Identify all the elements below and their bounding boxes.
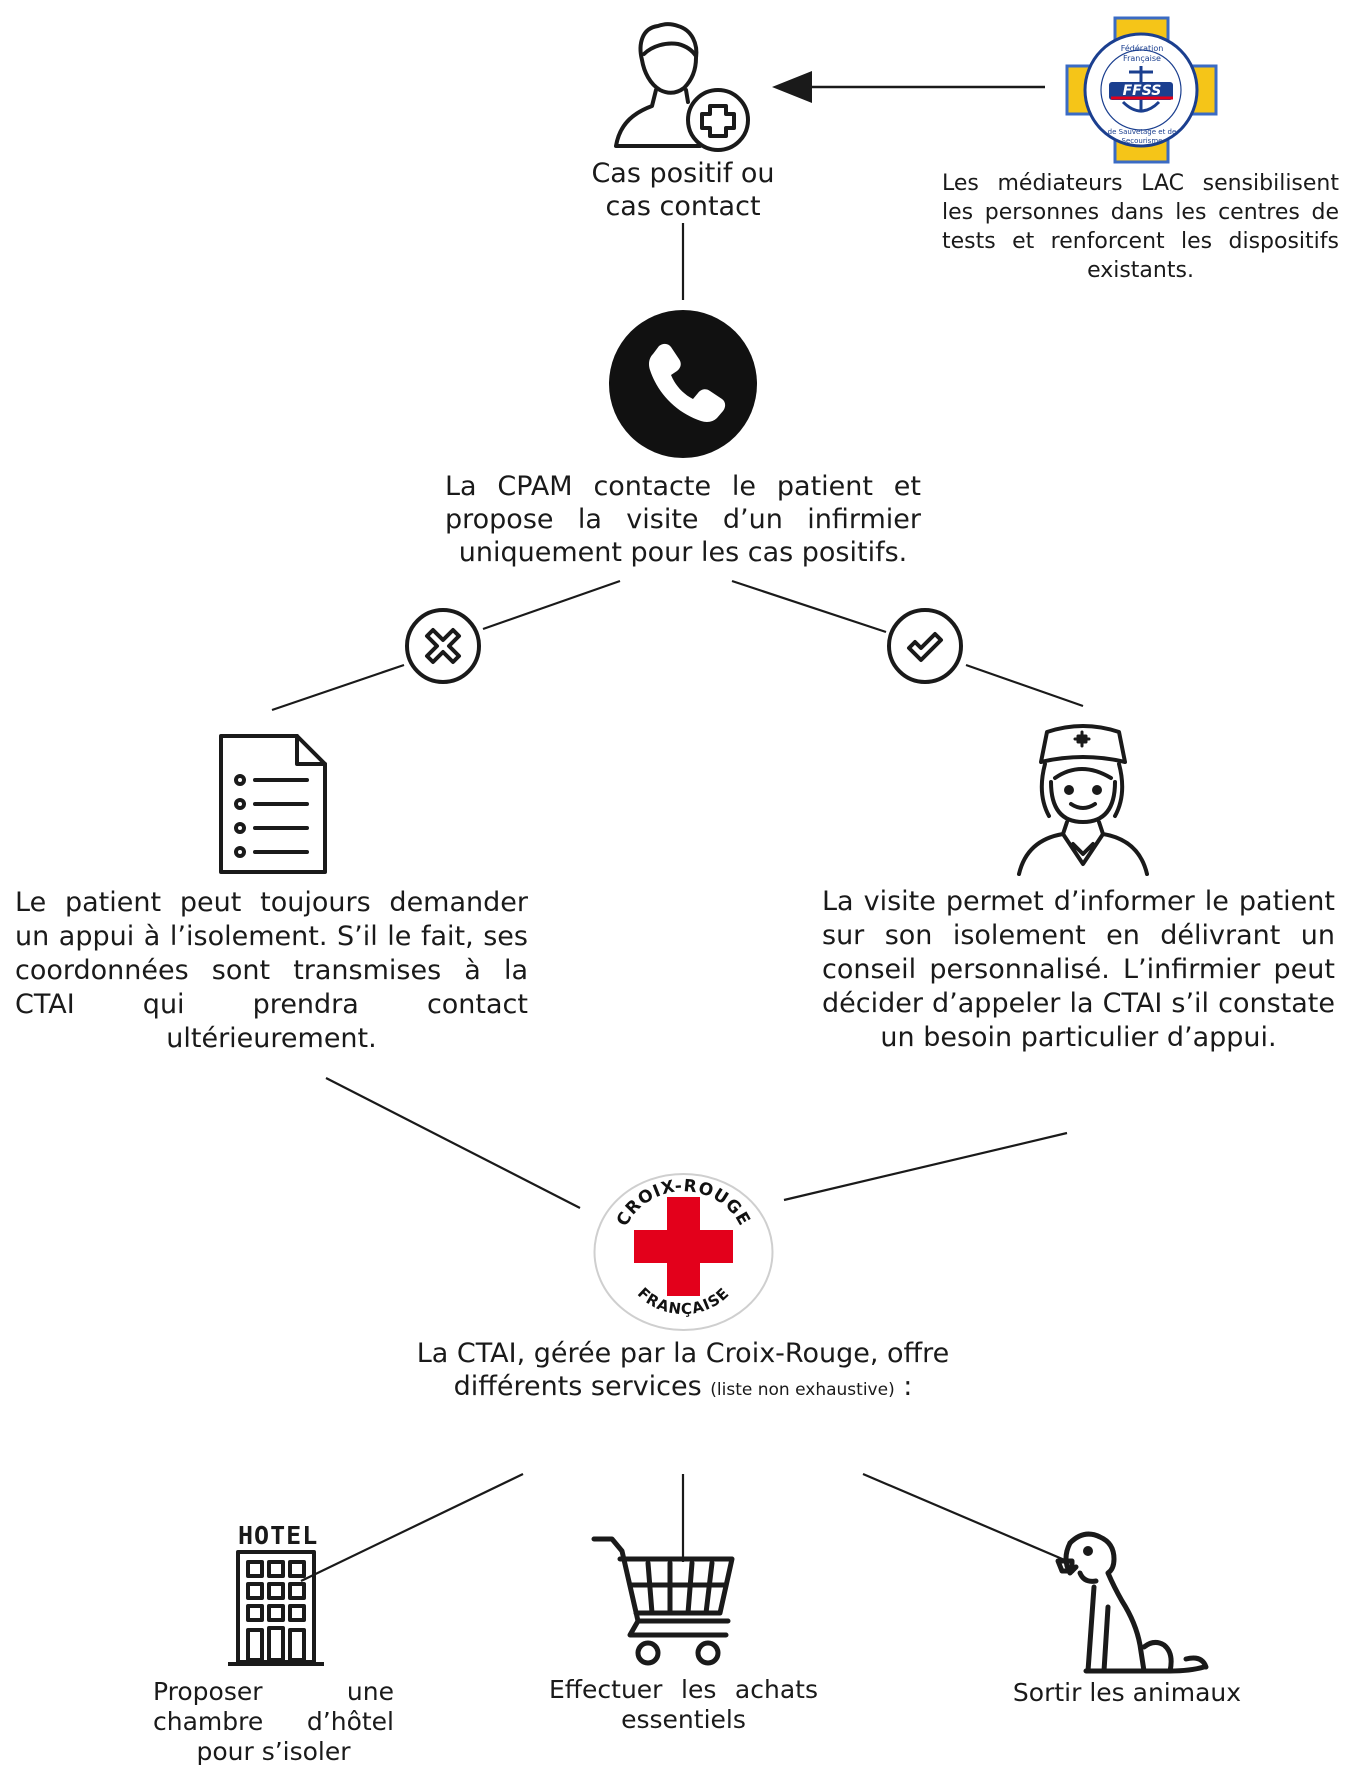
connector-cross-refus: [271, 663, 405, 712]
connector-cpam-cross: [482, 579, 621, 631]
patient-label: Cas positif ou cas contact: [560, 157, 806, 223]
cart-icon: [591, 1536, 735, 1666]
ffss-logo: FFSS Fédération Française de Sauvetage e…: [1065, 16, 1218, 164]
ctai-caption-line1: La CTAI, gérée par la Croix-Rouge, offre: [416, 1338, 950, 1369]
croix-rouge-logo: CROIX-ROUGE FRANÇAISE: [593, 1173, 774, 1331]
ctai-caption: La CTAI, gérée par la Croix-Rouge, offre…: [385, 1337, 981, 1407]
arrow-ffss-to-patient: [772, 71, 1045, 103]
connector-refus-ctai: [325, 1077, 581, 1209]
refus-caption: Le patient peut toujours demander un app…: [15, 887, 528, 1054]
connector-check-accepte: [965, 663, 1084, 708]
accepte-node: [1005, 722, 1160, 877]
animaux-node: [1050, 1531, 1215, 1675]
check-circle-icon: [887, 608, 963, 684]
refus-marker: [403, 606, 483, 686]
ffss-text-top: Fédération Française: [1120, 44, 1164, 63]
ctai-caption-colon: :: [894, 1371, 913, 1402]
achats-caption: Effectuer les achats essentiels: [549, 1675, 818, 1734]
patient-label-line2: cas contact: [605, 191, 761, 222]
patient-node: [608, 14, 758, 159]
document-list-icon: [219, 734, 327, 874]
hotel-caption: Proposer une chambre d’hôtel pour s’isol…: [153, 1677, 394, 1766]
connector-cpam-check: [731, 579, 887, 634]
cpam-phone-node: [609, 310, 757, 458]
ffss-abbr: FFSS: [1122, 83, 1162, 99]
achats-node: [590, 1533, 742, 1673]
hotel-sign: HOTEL: [238, 1521, 319, 1550]
cpam-caption: La CPAM contacte le patient et propose l…: [445, 471, 921, 568]
cross-circle-icon: [405, 608, 481, 684]
ctai-caption-services: différents services: [453, 1371, 702, 1402]
hotel-node: HOTEL: [224, 1522, 329, 1672]
refus-node: [215, 732, 330, 877]
animaux-caption: Sortir les animaux: [1012, 1678, 1242, 1707]
accepte-marker: [885, 606, 965, 686]
ctai-caption-line2: différents services (liste non exhaustiv…: [385, 1370, 981, 1407]
phone-icon: [609, 310, 757, 458]
ctai-caption-note: (liste non exhaustive): [710, 1380, 895, 1400]
ffss-text-bottom: de Sauvetage et de Secourisme: [1107, 128, 1177, 145]
patient-label-line1: Cas positif ou: [591, 158, 775, 189]
hotel-icon: [228, 1550, 324, 1666]
dog-icon: [1055, 1531, 1209, 1674]
ctai-node: CROIX-ROUGE FRANÇAISE: [592, 1172, 775, 1332]
connector-accepte-ctai: [783, 1131, 1068, 1202]
nurse-icon: [1017, 724, 1149, 876]
connector-ctai-hotel: [300, 1473, 524, 1582]
accepte-caption: La visite permet d’informer le patient s…: [822, 886, 1335, 1053]
connector-ctai-animaux: [862, 1472, 1068, 1563]
ffss-caption: Les médiateurs LAC sensibilisent les per…: [942, 171, 1339, 283]
person-plus-icon: [614, 22, 750, 152]
